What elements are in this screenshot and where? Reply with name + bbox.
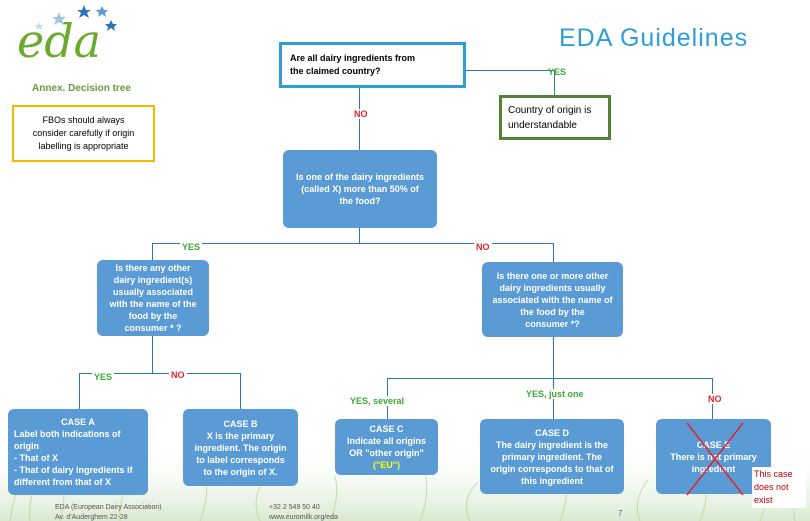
connector — [152, 243, 153, 260]
q2-yes-label: YES — [180, 242, 203, 252]
q3b-several-label: YES, several — [348, 396, 407, 406]
case-b-title: CASE B — [223, 418, 258, 429]
question-other-ingredient-box: Is there any other dairy ingredient(s) u… — [97, 260, 209, 336]
q3b-no-label: NO — [706, 394, 724, 404]
case-c-title: CASE C — [369, 424, 404, 434]
root-question-box: Are all dairy ingredients from the claim… — [279, 42, 466, 88]
footer-org: EDA (European Dairy Association) — [55, 504, 162, 511]
case-d-box: CASE D The dairy ingredient is the prima… — [480, 419, 624, 494]
connector — [152, 336, 153, 373]
connector — [465, 70, 555, 71]
question-x-majority-text: Is one of the dairy ingredients (called … — [295, 172, 425, 206]
annex-label: Annex. Decision tree — [32, 83, 131, 94]
case-e-note: This case does not exist — [752, 467, 806, 508]
footer-phone: +32 2 549 50 40 — [269, 504, 320, 511]
case-a-title: CASE A — [61, 417, 95, 427]
case-c-body: Indicate all origins OR "other origin" — [346, 436, 427, 458]
page-number: 7 — [618, 509, 623, 518]
page-title: EDA Guidelines — [559, 24, 749, 52]
fbo-note-box: FBOs should always consider carefully if… — [12, 105, 155, 162]
fbo-note-text: FBOs should always consider carefully if… — [32, 115, 135, 151]
question-other-ingredient-text: Is there any other dairy ingredient(s) u… — [109, 263, 197, 333]
connector — [240, 373, 241, 409]
case-b-body: X is the primary ingredient. The origin … — [194, 430, 287, 477]
q3b-one-label: YES, just one — [524, 389, 586, 399]
connector — [387, 378, 713, 379]
case-c-box: CASE C Indicate all origins OR "other or… — [335, 419, 438, 475]
root-no-label: NO — [352, 109, 370, 119]
connector — [554, 70, 555, 96]
outcome-understandable-text: Country of origin is understandable — [508, 104, 592, 131]
logo-stars-icon — [35, 5, 117, 31]
connector — [553, 337, 554, 379]
logo-text: eda — [17, 14, 102, 68]
footer-web[interactable]: www.euromilk.org/eda — [269, 514, 338, 521]
q3a-yes-label: YES — [92, 372, 115, 382]
connector — [152, 243, 554, 244]
outcome-understandable-box: Country of origin is understandable — [499, 95, 611, 140]
connector — [359, 88, 360, 150]
case-e-body: There is not primary ingredient — [670, 451, 757, 474]
root-yes-label: YES — [548, 67, 567, 77]
case-e-title: CASE E — [696, 439, 731, 450]
connector — [359, 228, 360, 243]
case-a-box: CASE A Label both indications of origin … — [8, 409, 148, 495]
q3a-no-label: NO — [169, 370, 187, 380]
connector — [553, 243, 554, 262]
connector — [79, 373, 80, 409]
case-d-body: The dairy ingredient is the primary ingr… — [490, 439, 614, 486]
case-b-box: CASE B X is the primary ingredient. The … — [183, 409, 298, 486]
case-d-title: CASE D — [534, 427, 569, 438]
cross-out-icon — [686, 422, 744, 496]
connector — [553, 378, 554, 420]
q2-no-label: NO — [474, 242, 492, 252]
question-other-ingredients-text: Is there one or more other dairy ingredi… — [492, 270, 613, 329]
eda-logo: eda — [14, 2, 124, 70]
case-a-body: Label both indications of origin - That … — [14, 429, 133, 487]
root-question-text: Are all dairy ingredients from the claim… — [290, 53, 416, 76]
question-other-ingredients-box: Is there one or more other dairy ingredi… — [482, 262, 623, 337]
connector — [79, 373, 241, 374]
case-c-highlight: ("EU") — [372, 460, 401, 470]
question-x-majority-box: Is one of the dairy ingredients (called … — [283, 150, 437, 228]
footer-address: Av. d'Auderghem 22-28 — [55, 514, 128, 521]
